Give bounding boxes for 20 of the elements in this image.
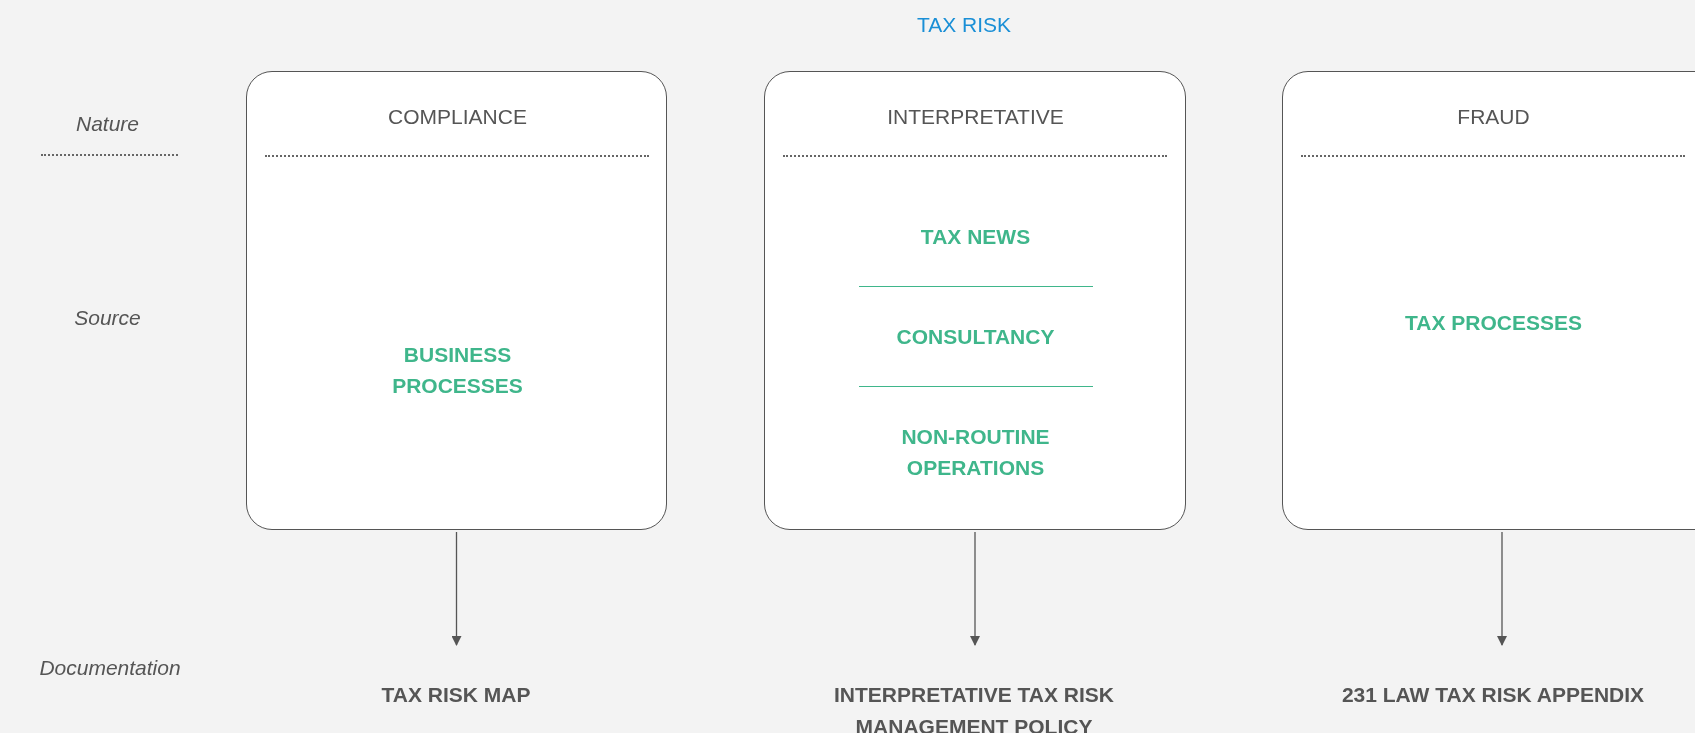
arrow: [451, 531, 462, 646]
category-card: [1282, 71, 1695, 530]
source-text: NON-ROUTINE OPERATIONS: [900, 424, 1051, 481]
arrow: [970, 531, 980, 646]
category-card: [246, 71, 667, 530]
card-heading: INTERPRETATIVE: [886, 104, 1065, 130]
category-card: [764, 71, 1186, 530]
source-text: TAX NEWS: [919, 224, 1032, 250]
row-label: Nature: [75, 111, 140, 137]
source-text: TAX PROCESSES: [1404, 309, 1583, 336]
source-text: CONSULTANCY: [895, 324, 1056, 350]
source-text: BUSINESS PROCESSES: [391, 342, 524, 399]
card-heading: FRAUD: [1456, 104, 1531, 130]
document-text: 231 LAW TAX RISK APPENDIX: [1341, 682, 1645, 708]
diagram-title: TAX RISK: [915, 12, 1013, 38]
card-heading: COMPLIANCE: [387, 104, 528, 130]
arrow: [1497, 531, 1507, 646]
row-label: Documentation: [38, 655, 182, 681]
document-text: TAX RISK MAP: [381, 682, 531, 708]
row-label: Source: [73, 305, 142, 331]
